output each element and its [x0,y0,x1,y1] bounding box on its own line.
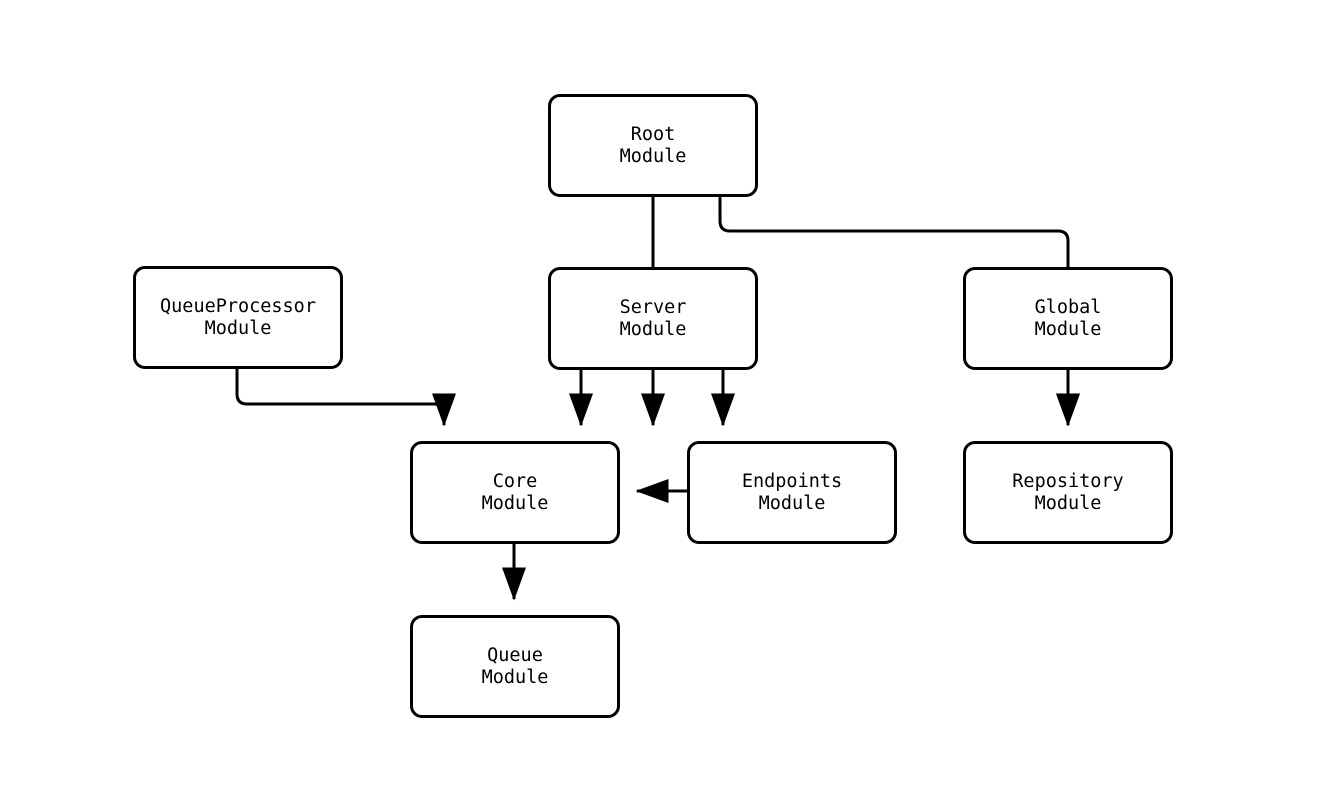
node-label-line1: QueueProcessor [160,295,316,317]
node-label-line1: Global [1034,296,1102,318]
node-label-line2: Module [619,145,687,167]
node-label-line2: Module [758,492,826,514]
node-label-line2: Module [1034,492,1102,514]
node-label-line2: Module [619,318,687,340]
node-label-line2: Module [204,317,272,339]
node-label-line1: Root [630,123,676,145]
node-label-line2: Module [481,666,549,688]
node-label-line1: Repository [1012,470,1124,492]
edge-root-to-global [718,197,1080,427]
node-label-line2: Module [1034,318,1102,340]
node-label-line1: Queue [487,644,543,666]
node-label-line2: Module [481,492,549,514]
edge-queueprocessor-to-core [235,369,456,427]
node-label-line1: Server [619,296,687,318]
node-label-line1: Endpoints [741,470,843,492]
node-label-line1: Core [492,470,538,492]
